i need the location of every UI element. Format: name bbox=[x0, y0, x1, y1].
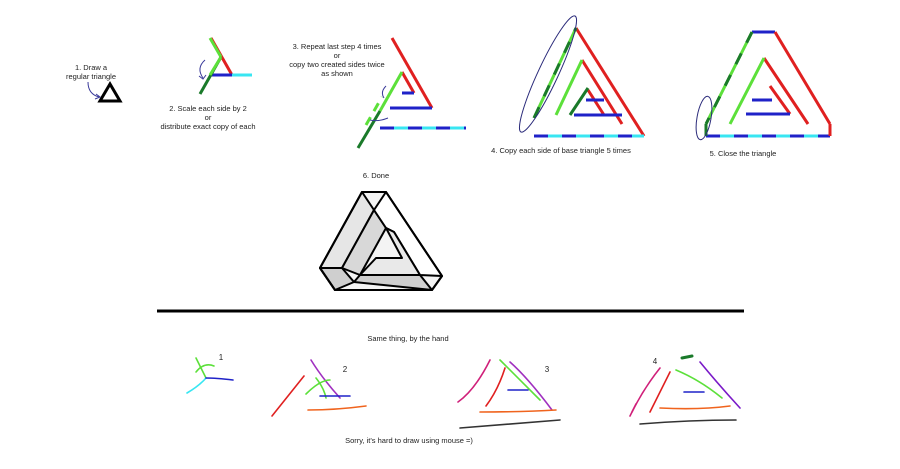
hand-number-4: 4 bbox=[652, 357, 658, 366]
hand-title: Same thing, by the hand bbox=[367, 334, 449, 343]
hand-drawing-2 bbox=[271, 359, 367, 417]
hand-drawing-4 bbox=[629, 354, 741, 425]
hand-number-1: 1 bbox=[218, 353, 224, 362]
step1-arrow bbox=[87, 81, 100, 98]
hand-number-2: 2 bbox=[342, 365, 348, 374]
hand-caption: Sorry, it's hard to draw using mouse =) bbox=[345, 436, 473, 445]
hand-drawing-3 bbox=[457, 359, 561, 429]
step5-label: 5. Close the triangle bbox=[709, 149, 777, 158]
step1-arrow-head bbox=[94, 93, 102, 100]
step2-figure bbox=[198, 37, 252, 95]
step4-figure bbox=[518, 15, 646, 138]
step4-label: 4. Copy each side of base triangle 5 tim… bbox=[491, 146, 631, 155]
step6-label: 6. Done bbox=[362, 171, 390, 180]
step5-figure bbox=[695, 30, 832, 141]
hand-drawing-1 bbox=[186, 357, 234, 394]
penrose-triangle bbox=[319, 191, 443, 291]
hand-number-3: 3 bbox=[544, 365, 550, 374]
base-triangle bbox=[97, 81, 123, 103]
step3-figure bbox=[356, 37, 466, 149]
